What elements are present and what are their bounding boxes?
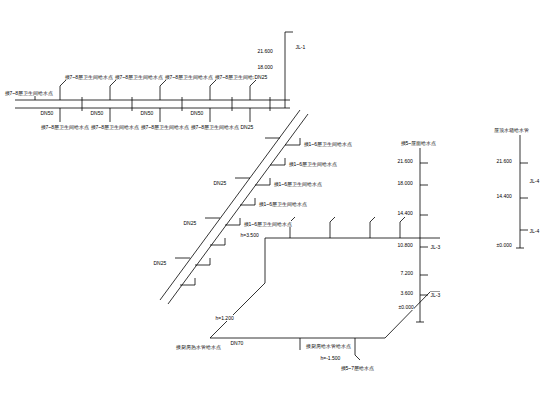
pipe-label: JL-1 <box>295 44 306 50</box>
pipe-label: DN50 <box>90 110 104 116</box>
pipe-label: 14.400 <box>496 193 512 199</box>
pipe-label: 接7~8层卫生间给水点 <box>40 124 89 130</box>
pipe-label: ±0.000 <box>496 242 512 248</box>
riser-pipe <box>516 135 524 248</box>
pipe-label: h=3.500 <box>240 232 259 238</box>
pipe-label: 接1~6层卫生间给水点 <box>288 161 337 167</box>
pipe-label: 14.400 <box>397 210 413 216</box>
riser-branch <box>420 163 428 295</box>
diagonal-pipe <box>160 110 308 304</box>
pipe-label: 21.600 <box>257 48 273 54</box>
pipe-label: 接厨房热水管给水点 <box>175 344 221 350</box>
main-pipe <box>210 238 440 338</box>
pipe-label: 接7~8层卫生间给水点 <box>140 124 189 130</box>
pipe-label: 18.000 <box>257 64 273 70</box>
branch-pipe <box>35 80 256 122</box>
main-pipe <box>15 100 290 108</box>
pipe-label: h=-1.500 <box>320 355 341 361</box>
pipe-label: 接5~7层给水点 <box>340 365 374 371</box>
branch-pipe <box>290 217 405 360</box>
pipe-label: DN70 <box>230 340 244 346</box>
pipe-label: 21.600 <box>496 158 512 164</box>
pipe-label: 屋顶水箱给水管 <box>493 127 529 133</box>
pipe-label: JL-3 <box>430 292 441 298</box>
pipe-label: 3.600 <box>400 290 414 296</box>
pipe-label: 10.800 <box>397 242 413 248</box>
valve-mark <box>82 97 270 111</box>
riser-pipe <box>285 32 293 108</box>
pipe-label: 接7~8层卫生间给水点 <box>64 74 113 80</box>
pipe-label: DN25 <box>183 220 197 226</box>
pipe-label: 接1~6层卫生间给水点 <box>258 201 307 207</box>
pipe-label: 接1~6层卫生间给水点 <box>303 141 352 147</box>
pipe-label: DN25 <box>240 124 254 130</box>
pipe-label: DN25 <box>213 180 227 186</box>
riser-branch <box>520 163 528 230</box>
pipe-label: 21.600 <box>397 158 413 164</box>
pipe-label: ±0.000 <box>398 304 414 310</box>
pipe-label: DN25 <box>153 260 167 266</box>
pipe-label: JL-3 <box>430 244 441 250</box>
branch-pipe <box>175 138 300 285</box>
pipe-label: 接7~8层卫生间给水点 <box>4 90 53 96</box>
riser-pipe <box>416 148 424 322</box>
pipe-label: 接7~8层卫生间给水点 <box>164 74 213 80</box>
pipe-label: h=1.200 <box>215 315 234 321</box>
pipe-label: DN50 <box>140 110 154 116</box>
pipe-label: 接5~屋面给水点 <box>400 140 437 146</box>
pipe-label: 接1~6层卫生间给水点 <box>243 221 292 227</box>
pipe-label: 18.000 <box>397 180 413 186</box>
pipe-label: DN50 <box>190 110 204 116</box>
pipe-label: 接7~8层卫生间给水点 <box>90 124 139 130</box>
pipe-label: DN50 <box>40 110 54 116</box>
pipe-label: 接7~8层卫生间给水点 <box>190 124 239 130</box>
pipe-label: JL-4 <box>529 228 540 234</box>
pipe-label: 接7~8层卫生间给水点 <box>114 74 163 80</box>
pipe-label: JL-4 <box>529 178 540 184</box>
pipe-label: 接1~6层卫生间给水点 <box>273 181 322 187</box>
pipe-label: DN25 <box>254 74 268 80</box>
pipe-label: 接厨房给水管给水点 <box>305 343 351 349</box>
pipe-label: 7.200 <box>400 270 414 276</box>
